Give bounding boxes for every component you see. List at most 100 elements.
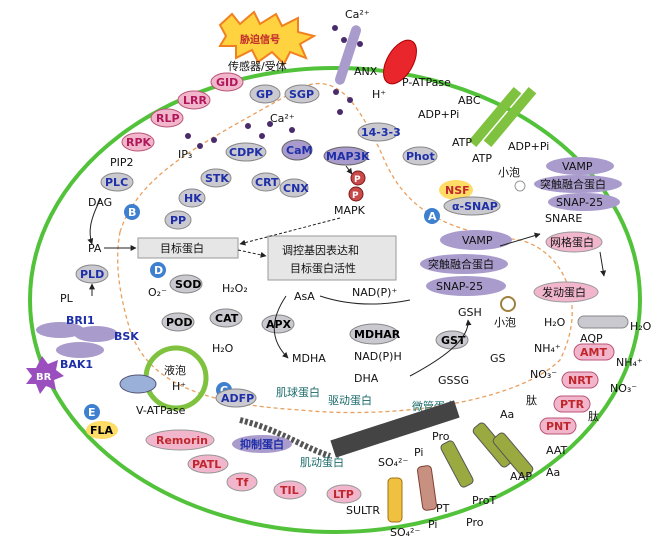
remorin-label: Remorin — [156, 434, 208, 447]
pro-in-label: Pro — [432, 430, 450, 443]
cam-label: CaM — [286, 144, 312, 157]
gst-label: GST — [441, 334, 466, 347]
helix-icon — [468, 86, 522, 148]
h2o-label: H₂O — [212, 342, 234, 355]
channel-icon — [561, 371, 599, 389]
pt-label: PT — [436, 502, 450, 515]
sensor-label: 传感器/受体 — [228, 59, 287, 73]
phot-label: Phot — [406, 150, 435, 163]
signal-arrow — [499, 232, 541, 247]
star-burst-icon — [26, 356, 64, 394]
signal-arrow — [87, 199, 101, 245]
aa-out-label: Aa — [546, 466, 560, 479]
bak1-label: BAK1 — [60, 358, 93, 371]
adp-pi-2-label: ADP+Pi — [508, 140, 549, 153]
synaptic-2-label: 突触融合蛋白 — [428, 257, 494, 271]
map3k-label: MAP3K — [326, 150, 370, 163]
adfp-label: ADFP — [221, 392, 254, 405]
gsh-label: GSH — [458, 306, 482, 319]
pi-in-label: Pi — [414, 446, 423, 459]
h2o2-label: H₂O₂ — [222, 282, 248, 295]
channel-icon — [539, 417, 577, 435]
p1-label: P — [354, 175, 361, 185]
synaptic-1-label: 突触融合蛋白 — [540, 177, 606, 191]
patl-label: PATL — [192, 458, 221, 471]
sultr-label: SULTR — [346, 504, 380, 517]
hplus-label: H⁺ — [372, 88, 386, 101]
channel-icon — [553, 395, 591, 413]
signal-arrow — [345, 165, 353, 175]
atp-2-label: ATP — [472, 152, 492, 165]
h2o-in-label: H₂O — [544, 316, 566, 329]
mapk-label: MAPK — [334, 204, 366, 217]
dha-label: DHA — [354, 372, 379, 385]
marker-a: A — [428, 210, 437, 223]
marker-e: E — [88, 406, 96, 419]
channel-icon — [440, 440, 474, 488]
cnx-label: CNX — [283, 182, 309, 195]
bsk-label: BSK — [114, 330, 139, 343]
o2-label: O₂⁻ — [148, 286, 167, 299]
asnap-label: α-SNAP — [452, 200, 498, 213]
circle-letter-icon — [424, 208, 440, 224]
circle-letter-icon — [150, 262, 166, 278]
microtubule-rod — [330, 400, 460, 458]
pip2-label: PIP2 — [110, 156, 134, 169]
channel-icon — [573, 343, 615, 361]
sod-label: SOD — [175, 278, 201, 291]
plc-label: PLC — [105, 176, 128, 189]
p2-label: P — [352, 191, 359, 201]
vacuole — [143, 345, 209, 411]
cell-membrane — [28, 66, 642, 534]
stress-signal-label: 胁迫信号 — [240, 33, 280, 46]
prot-label: ProT — [472, 494, 496, 507]
channel-icon — [577, 315, 629, 329]
so4-out-label: SO₄²⁻ — [390, 526, 420, 539]
ltp-label: LTP — [333, 488, 354, 501]
regulate-line-1: 调控基因表达和 — [282, 243, 359, 257]
regulate-box — [267, 235, 397, 281]
ca-top-label: Ca²⁺ — [345, 8, 370, 21]
actin-filament — [239, 417, 331, 459]
target-protein-label: 目标蛋白 — [160, 241, 204, 255]
myosin-label: 肌球蛋白 — [276, 385, 320, 399]
mdha-label: MDHA — [292, 352, 326, 365]
nh4-out-label: NH₄⁺ — [616, 356, 643, 369]
p-atpase-label: P-ATPase — [402, 76, 451, 89]
crt-label: CRT — [255, 176, 279, 189]
snare-label: SNARE — [545, 212, 582, 225]
signal-arrow — [599, 251, 607, 277]
small-vesicle-2-label: 小泡 — [494, 315, 516, 329]
nadph-label: NAD(P)H — [354, 350, 402, 363]
gp-label: GP — [256, 88, 273, 101]
pnt-label: PNT — [546, 420, 571, 433]
snap25-2-label: SNAP-25 — [436, 280, 483, 293]
helix-icon — [383, 39, 417, 85]
snap25-1-label: SNAP-25 — [556, 196, 603, 209]
gssg-label: GSSG — [438, 374, 469, 387]
gs-label: GS — [490, 352, 506, 365]
actin-label: 肌动蛋白 — [300, 455, 344, 469]
vamp-1-label: VAMP — [562, 160, 593, 173]
ros-arrow — [273, 295, 289, 359]
p1433-label: 14-3-3 — [361, 126, 401, 139]
ip3-label: IP₃ — [178, 148, 192, 161]
motor-label: 发动蛋白 — [542, 285, 586, 299]
apx-label: APX — [266, 318, 292, 331]
actin-inhibit-label: 抑制蛋白 — [240, 437, 284, 451]
dynein-label: 驱动蛋白 — [328, 393, 372, 407]
vamp-2-label: VAMP — [462, 234, 493, 247]
pod-label: POD — [166, 316, 193, 329]
cdpk-label: CDPK — [229, 146, 263, 159]
signal-arrow — [237, 249, 267, 258]
tf-label: Tf — [236, 476, 249, 489]
nsf-label: NSF — [445, 184, 470, 197]
anx-label: ANX — [354, 65, 378, 78]
ros-arrow — [409, 319, 472, 377]
ca-mid-label: Ca²⁺ — [270, 112, 295, 125]
br-label: BR — [36, 372, 52, 383]
nadp-plus-label: NAD(P)⁺ — [352, 286, 397, 299]
regulate-line-2: 目标蛋白活性 — [290, 261, 356, 275]
marker-b: B — [128, 206, 136, 219]
gid-label: GID — [216, 76, 238, 89]
